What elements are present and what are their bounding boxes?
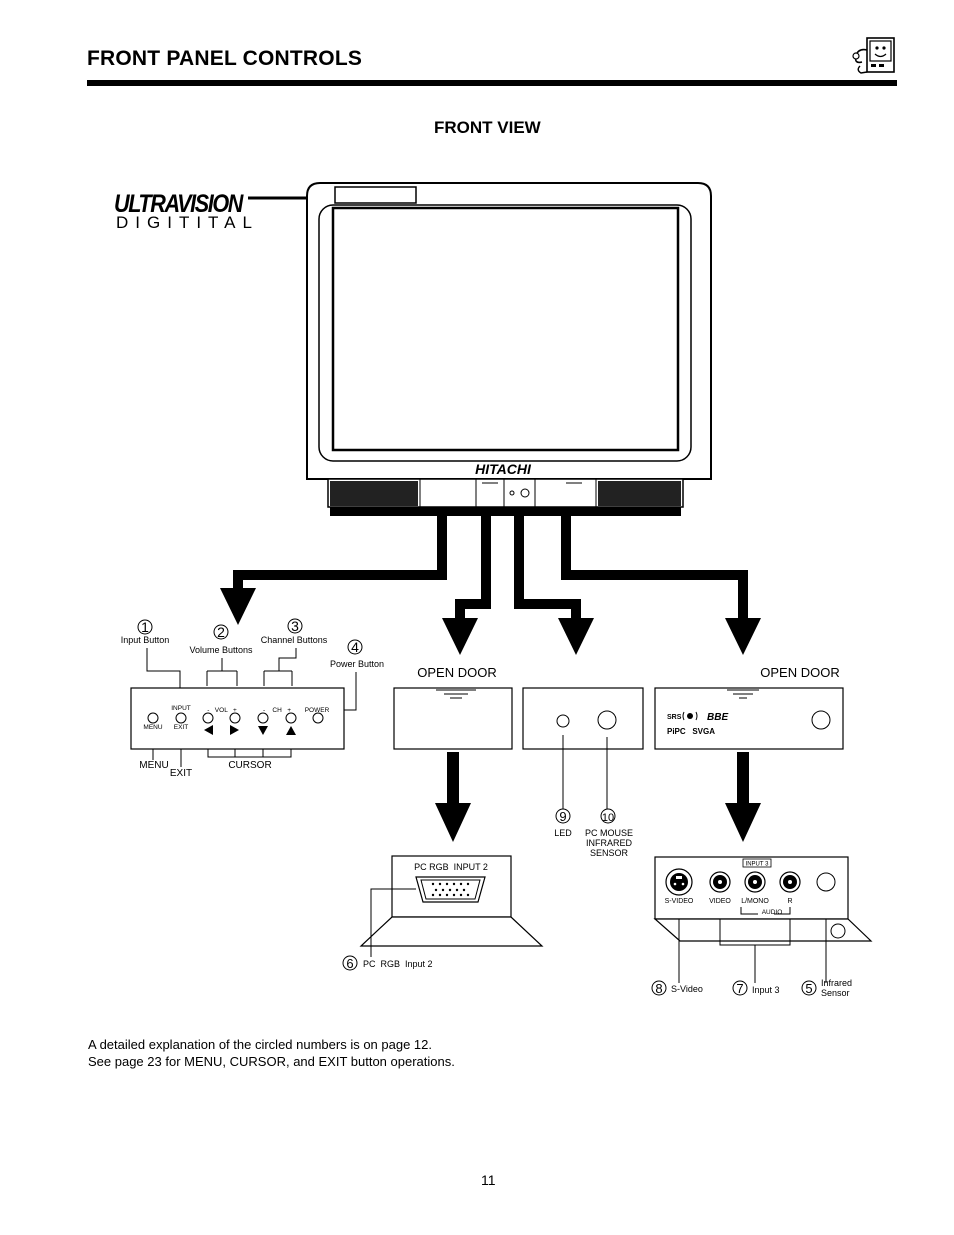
s-video-callout-label: S-Video	[671, 984, 703, 994]
callout-number-6: 6	[346, 956, 353, 971]
title-rule	[87, 80, 897, 86]
r-jack-label: R	[787, 898, 792, 905]
cursor-left-icon	[204, 725, 213, 735]
callout-number-8: 8	[655, 981, 662, 996]
callout-number-1: 1	[141, 619, 149, 635]
panel-menu-label: MENU	[143, 724, 162, 731]
callout-number-4: 4	[351, 639, 359, 655]
srs-icon	[682, 711, 698, 721]
footnote-line: See page 23 for MENU, CURSOR, and EXIT b…	[88, 1054, 455, 1069]
l-mono-jack-label: L/MONO	[741, 898, 769, 905]
callout-number-5: 5	[805, 981, 812, 996]
panel-input-label: INPUT	[171, 705, 191, 712]
footnotes: A detailed explanation of the circled nu…	[88, 1036, 455, 1070]
label-line: Infrared	[821, 978, 852, 988]
input3-panel: INPUT 3 S-VIDEO VIDEO L/MONO R AUDIO 8 S…	[651, 856, 873, 998]
pc-rgb-panel: PC RGB INPUT 2 6 PC RGB Input 2	[342, 855, 544, 971]
video-jack-label: VIDEO	[709, 898, 731, 905]
label-line: SENSOR	[590, 848, 629, 858]
led-indicator	[556, 714, 570, 728]
cursor-up-icon	[286, 726, 296, 735]
panel-ch-label: - CH +	[263, 707, 291, 714]
label-line: PC MOUSE	[585, 828, 633, 838]
s-video-jack-label: S-VIDEO	[665, 898, 694, 905]
led-label: LED	[554, 828, 572, 838]
power-button-label: Power Button	[330, 659, 384, 669]
exit-label: EXIT	[170, 768, 192, 779]
open-door-label-left: OPEN DOOR	[417, 665, 496, 680]
section-subtitle: FRONT VIEW	[434, 118, 541, 137]
callout-arrows	[220, 507, 761, 842]
digitital-logo-text: DIGITITAL	[116, 213, 259, 232]
tv-mascot-icon	[852, 37, 895, 74]
tv-set: HITACHI	[306, 182, 712, 516]
callout-number-3: 3	[291, 618, 299, 634]
open-door-label-right: OPEN DOOR	[760, 665, 839, 680]
right-door: OPEN DOOR SRS BBE PiPC SVGA	[654, 665, 844, 750]
label-line: Sensor	[821, 988, 850, 998]
callout-number-7: 7	[736, 981, 743, 996]
page-number: 11	[481, 1172, 496, 1188]
audio-label: AUDIO	[762, 909, 783, 916]
left-door: OPEN DOOR	[393, 665, 513, 750]
menu-label: MENU	[139, 760, 168, 771]
callout-number-10: 10	[602, 812, 614, 824]
input3-callout-label: Input 3	[752, 985, 780, 995]
panel-power-label: POWER	[305, 707, 330, 714]
hitachi-logo: HITACHI	[475, 461, 532, 477]
srs-logo: SRS	[667, 714, 682, 721]
panel-exit-label: EXIT	[174, 724, 188, 731]
pc-rgb-input2-panel-label: PC RGB INPUT 2	[414, 862, 488, 872]
cursor-down-icon	[258, 726, 268, 735]
infrared-sensor	[816, 872, 836, 892]
callout-number-2: 2	[217, 624, 225, 640]
panel-vol-label: - VOL +	[207, 707, 237, 714]
volume-buttons-label: Volume Buttons	[189, 645, 253, 655]
bbe-logo: BBE	[707, 712, 728, 723]
footnote-line: A detailed explanation of the circled nu…	[88, 1037, 433, 1052]
channel-buttons-label: Channel Buttons	[261, 635, 328, 645]
pc-mouse-sensor	[597, 710, 617, 730]
ultravision-logo: ULTRAVISION	[114, 190, 244, 218]
input3-title: INPUT 3	[746, 862, 770, 868]
pipc-svga-label: PiPC SVGA	[667, 727, 715, 736]
control-panel: 1 Input Button 2 Volume Buttons 3 Channe…	[121, 618, 384, 779]
label-line: INFRARED	[586, 838, 633, 848]
cursor-label: CURSOR	[228, 760, 271, 771]
page-title: FRONT PANEL CONTROLS	[87, 47, 363, 70]
cursor-right-icon	[230, 725, 239, 735]
pc-rgb-input2-label: PC RGB Input 2	[363, 959, 433, 969]
callout-number-9: 9	[559, 809, 566, 824]
input-button-label: Input Button	[121, 635, 170, 645]
